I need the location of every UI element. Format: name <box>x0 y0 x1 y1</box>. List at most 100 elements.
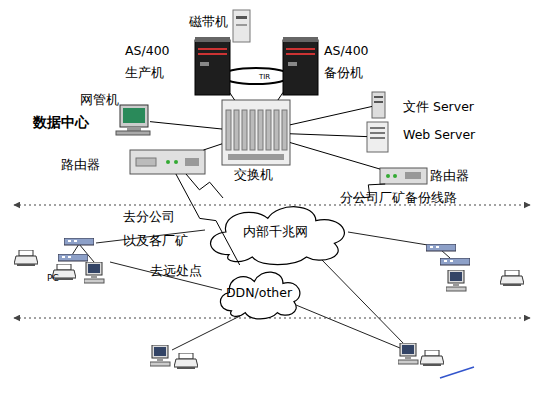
lan-line <box>72 244 79 255</box>
device-label: 交换机 <box>234 164 278 186</box>
wan-link <box>186 174 223 198</box>
device-label: 文件 Server <box>403 96 523 118</box>
device-node: 路由器 <box>380 168 427 184</box>
wan-line <box>96 230 205 243</box>
switch-chassis <box>222 100 290 165</box>
hub-icon <box>58 254 88 261</box>
printer-icon <box>174 353 198 369</box>
connector-group <box>204 144 223 150</box>
device-label: AS/400 备份机 <box>324 40 334 84</box>
server-tower <box>283 40 318 95</box>
annotation: TIR <box>259 72 289 82</box>
blue-line <box>440 367 474 378</box>
connector-group <box>186 174 223 198</box>
router-icon <box>64 238 94 245</box>
switch-slot <box>266 110 271 150</box>
printer-icon <box>420 350 444 366</box>
device-node: AS/400 备份机 <box>283 38 318 95</box>
switch-slot <box>250 110 255 150</box>
connector-group <box>290 134 367 137</box>
server-top <box>283 37 318 42</box>
server-slot <box>370 127 385 129</box>
hub-icon <box>440 258 470 265</box>
switch-slot <box>242 110 247 150</box>
device-label: 磁带机 <box>189 11 233 33</box>
server-stripe <box>286 53 315 55</box>
cloud-shape <box>220 272 299 319</box>
server-slot <box>374 96 383 98</box>
pc-icon <box>446 270 466 291</box>
tape-slot <box>236 24 247 26</box>
device-label: 路由器 <box>430 165 474 187</box>
printer-icon <box>500 270 524 286</box>
device-node: 文件 Server <box>372 92 385 118</box>
device-node: 网管机 <box>118 105 150 135</box>
switch-ports <box>228 154 284 160</box>
annotation: PC <box>47 272 67 284</box>
connector-group <box>150 122 222 129</box>
printer-icon <box>14 250 38 266</box>
switch-slot <box>258 110 263 150</box>
connector-group <box>230 93 235 100</box>
router-icon <box>426 244 456 251</box>
pc-icon <box>398 343 418 364</box>
server-stripe <box>198 53 227 55</box>
router-body <box>130 150 205 174</box>
cloud-label: DDN/other <box>226 285 292 301</box>
server-stripe <box>286 48 315 50</box>
server-stripe <box>198 48 227 50</box>
device-node: 交换机 <box>222 100 290 165</box>
switch-slot <box>274 110 279 150</box>
boundary-arrow <box>14 318 530 319</box>
device-label: AS/400 生产机 <box>125 40 135 84</box>
connector-group <box>290 143 380 170</box>
pc-icon <box>84 262 104 283</box>
server-slot <box>374 101 383 103</box>
router-port <box>185 158 199 166</box>
network-cloud: DDN/other <box>213 265 305 320</box>
router-light <box>386 174 390 178</box>
lan-link <box>290 134 367 137</box>
router-port <box>405 172 421 179</box>
switch-slot <box>234 110 239 150</box>
lan-link <box>230 93 235 100</box>
connector-group <box>290 106 372 124</box>
connectors <box>150 92 385 265</box>
device-label: 路由器 <box>61 154 105 176</box>
keyboard <box>116 131 150 135</box>
pc-icon <box>150 345 170 366</box>
lan-link <box>290 143 380 170</box>
network-cloud: 内部千兆网 <box>198 198 353 266</box>
device-node: 路由器 <box>130 150 205 174</box>
annotation: 去分公司 以及各厂矿 <box>123 205 143 253</box>
router-light <box>174 160 178 164</box>
ring-link <box>222 68 290 84</box>
device-node: Web Server <box>367 122 388 152</box>
lan-link <box>290 106 372 124</box>
device-node: 磁带机 <box>233 8 251 44</box>
switch-slot <box>226 110 231 150</box>
tape-drive <box>233 10 250 42</box>
device-label: 网管机 <box>80 89 124 111</box>
server-panel <box>288 62 297 66</box>
file-server <box>372 92 385 118</box>
connector-group <box>278 92 283 100</box>
device-node: AS/400 生产机 <box>195 38 230 95</box>
server-panel <box>200 62 209 66</box>
monitor-stand <box>127 127 141 131</box>
switch-slot <box>282 110 287 150</box>
wan-line <box>322 260 405 345</box>
router-light <box>393 174 397 178</box>
annotation: 去远处点 <box>150 259 230 283</box>
wan-line <box>296 305 400 348</box>
server-slot <box>370 132 385 134</box>
monitor <box>120 105 148 127</box>
tape-slot <box>236 16 247 19</box>
server-tower <box>195 40 230 95</box>
lan-link <box>204 144 223 150</box>
router-panel <box>136 158 156 166</box>
cloud-shape <box>211 207 345 265</box>
